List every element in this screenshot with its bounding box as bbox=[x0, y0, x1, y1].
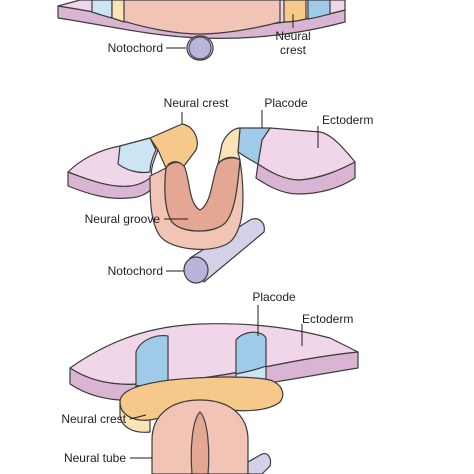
bot-label-neural-tube: Neural tube bbox=[64, 451, 126, 465]
mid-label-notochord: Notochord bbox=[108, 264, 163, 278]
top-placode-right bbox=[307, 0, 331, 20]
panel-neural-tube: Placode Ectoderm Neural crest Neural tub… bbox=[61, 290, 359, 474]
panel-neural-groove: Neural crest Placode Ectoderm Neural gro… bbox=[67, 96, 373, 284]
top-notochord-end bbox=[188, 36, 212, 60]
bot-notochord bbox=[247, 453, 272, 474]
top-label-notochord: Notochord bbox=[108, 41, 163, 55]
mid-placode-left bbox=[117, 137, 157, 174]
mid-neural-crest-left bbox=[149, 123, 198, 169]
panel-neural-plate: Notochord Neural crest bbox=[57, 0, 346, 61]
top-neural-crest-left bbox=[111, 0, 125, 23]
bot-label-neural-crest: Neural crest bbox=[61, 412, 126, 426]
top-neural-plate bbox=[119, 0, 281, 35]
mid-label-neural-groove: Neural groove bbox=[85, 212, 161, 226]
mid-label-neural-crest: Neural crest bbox=[164, 96, 229, 110]
bot-label-ectoderm: Ectoderm bbox=[302, 312, 353, 326]
mid-ectoderm-right-front bbox=[255, 161, 356, 195]
top-neural-crest-right bbox=[283, 0, 307, 23]
bot-neural-crest-front bbox=[119, 401, 151, 433]
mid-neural-crest-right bbox=[217, 127, 241, 165]
mid-placode-right bbox=[237, 127, 271, 165]
mid-label-placode: Placode bbox=[264, 96, 308, 110]
mid-notochord-end bbox=[183, 256, 209, 284]
top-label-neural-crest-line2: crest bbox=[280, 43, 307, 57]
bot-label-placode: Placode bbox=[252, 290, 296, 304]
top-label-neural-crest-line1: Neural bbox=[275, 29, 310, 43]
mid-notochord-rod bbox=[189, 218, 265, 283]
mid-label-ectoderm: Ectoderm bbox=[322, 113, 373, 127]
bot-neural-tube-lumen bbox=[190, 411, 210, 474]
